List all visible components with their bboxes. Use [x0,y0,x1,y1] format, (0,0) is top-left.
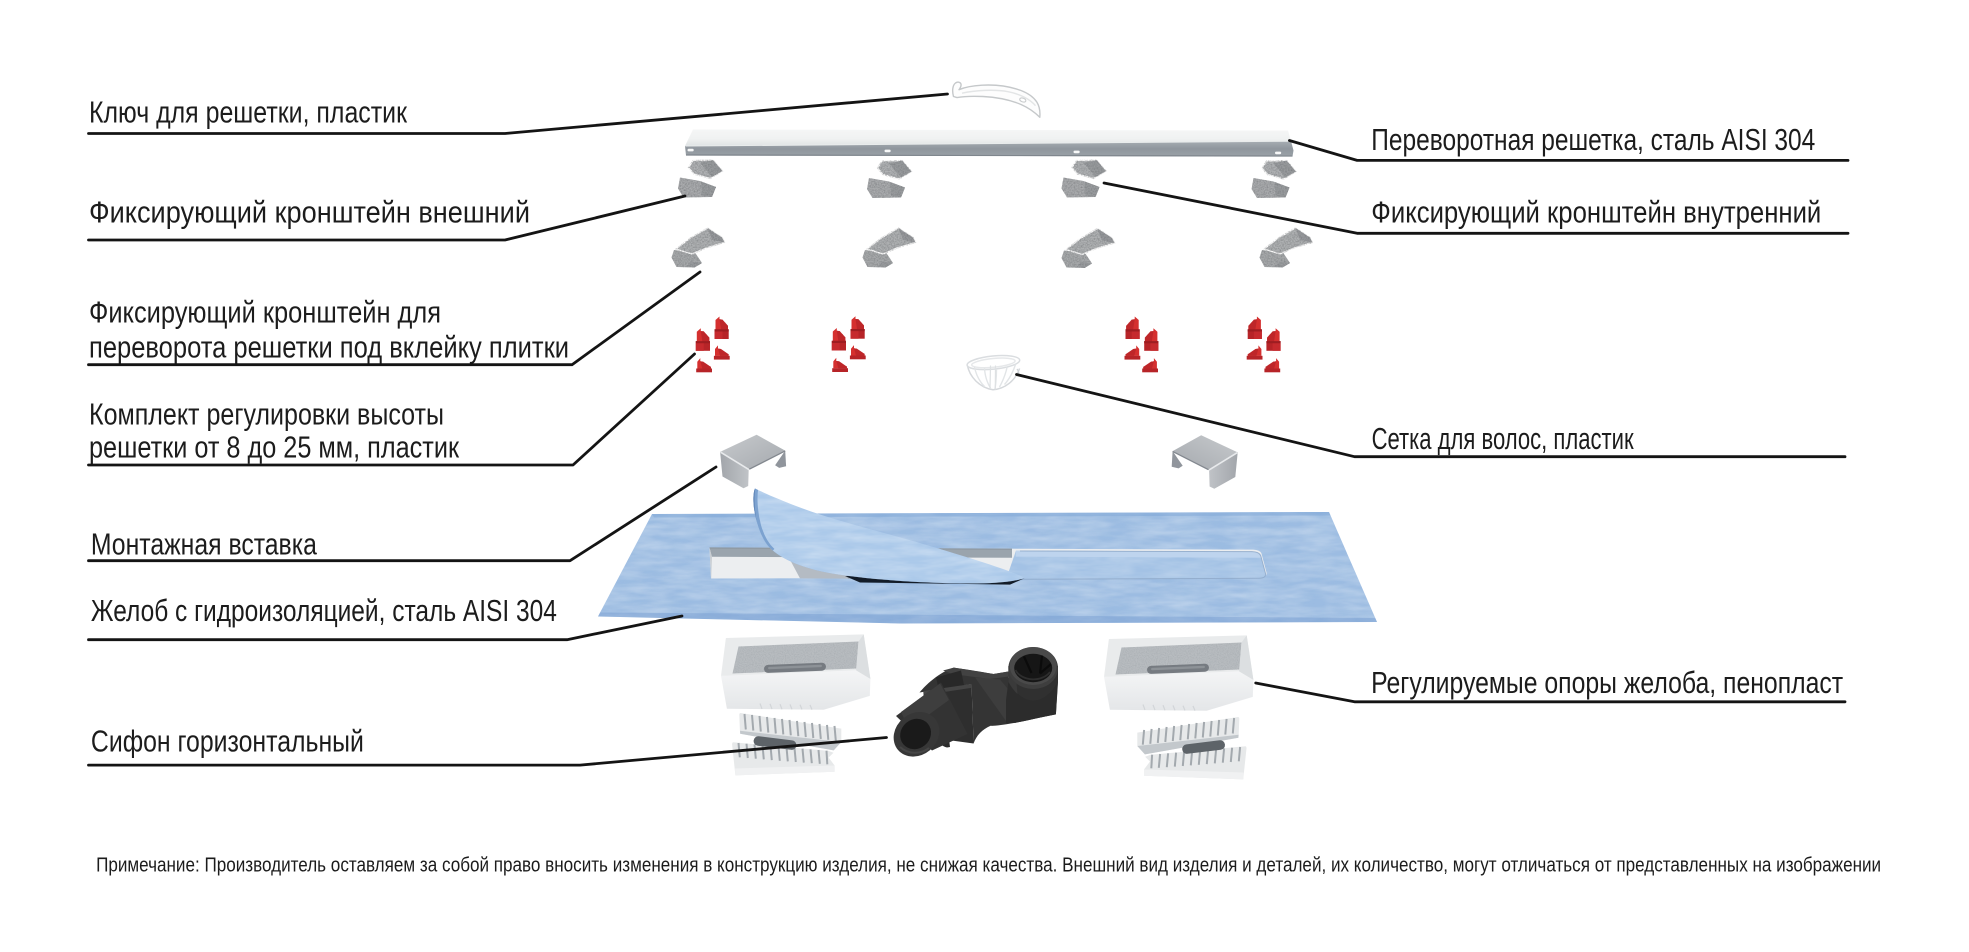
svg-text:Фиксирующий кронштейн для: Фиксирующий кронштейн для [89,295,441,330]
svg-text:Ключ для решетки, пластик: Ключ для решетки, пластик [89,95,407,130]
svg-text:Фиксирующий кронштейн внутренн: Фиксирующий кронштейн внутренний [1371,195,1821,230]
svg-text:решетки от 8 до 25 мм, пластик: решетки от 8 до 25 мм, пластик [89,430,459,465]
svg-text:Комплект регулировки высоты: Комплект регулировки высоты [89,397,444,432]
svg-text:Желоб с гидроизоляцией, сталь: Желоб с гидроизоляцией, сталь AISI 304 [91,593,557,628]
svg-text:Примечание: Производитель оста: Примечание: Производитель оставляем за с… [96,855,1881,877]
svg-text:Сетка для волос, пластик: Сетка для волос, пластик [1372,421,1634,456]
svg-text:Регулируемые опоры желоба, пен: Регулируемые опоры желоба, пенопласт [1371,665,1843,700]
svg-text:Сифон горизонтальный: Сифон горизонтальный [91,724,364,759]
svg-text:переворота решетки под вклейку: переворота решетки под вклейку плитки [89,330,569,365]
svg-text:Монтажная вставка: Монтажная вставка [91,527,318,562]
svg-text:Фиксирующий кронштейн внешний: Фиксирующий кронштейн внешний [89,195,530,230]
svg-text:Переворотная решетка, сталь AI: Переворотная решетка, сталь AISI 304 [1371,122,1815,157]
